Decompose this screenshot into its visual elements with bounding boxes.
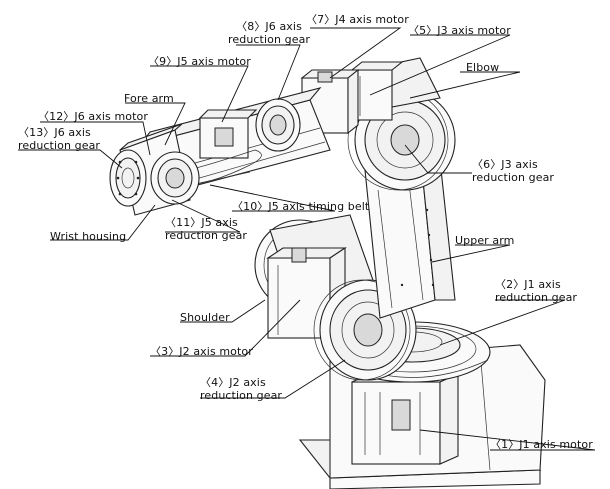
label-upper-arm: Upper arm bbox=[455, 234, 515, 247]
label-elbow: Elbow bbox=[466, 61, 499, 74]
j1-motor-body bbox=[351, 373, 459, 465]
label-j6-reduction-gear-flange-line1: 〈13〉J6 axis bbox=[18, 126, 91, 139]
label-j6-reduction-gear-flange: 〈13〉J6 axis reduction gear bbox=[18, 126, 100, 152]
label-j4-axis-motor-text: 〈7〉J4 axis motor bbox=[306, 13, 409, 26]
j6-reduction-gear-flange bbox=[109, 149, 147, 207]
label-j2-reduction-gear-line1: 〈4〉J2 axis bbox=[200, 376, 266, 389]
j4-motor-body bbox=[300, 68, 360, 135]
label-j3-reduction-gear: 〈6〉J3 axis reduction gear bbox=[472, 158, 554, 184]
label-elbow-text: Elbow bbox=[466, 61, 500, 74]
label-j1-reduction-gear-line2: reduction gear bbox=[495, 291, 578, 304]
label-j5-timing-belt-text: 〈10〉J5 axis timing belt bbox=[232, 200, 370, 213]
j3-motor-body bbox=[350, 61, 404, 121]
label-fore-arm-text: Fore arm bbox=[124, 92, 174, 105]
label-j6-reduction-gear-flange-line2: reduction gear bbox=[18, 139, 101, 152]
label-j5-reduction-gear-line2: reduction gear bbox=[165, 229, 248, 242]
upper-arm bbox=[364, 149, 456, 319]
label-j5-timing-belt: 〈10〉J5 axis timing belt bbox=[232, 200, 369, 213]
j5-motor-body bbox=[198, 109, 258, 159]
label-j3-axis-motor: 〈5〉J3 axis motor bbox=[408, 24, 511, 37]
label-fore-arm: Fore arm bbox=[124, 92, 174, 105]
leader-lines bbox=[18, 27, 596, 451]
label-j6-axis-motor: 〈12〉J6 axis motor bbox=[38, 110, 148, 123]
label-upper-arm-text: Upper arm bbox=[455, 234, 515, 247]
label-j1-axis-motor: 〈1〉J1 axis motor bbox=[490, 438, 593, 451]
label-shoulder-text: Shoulder bbox=[180, 311, 230, 324]
label-j1-reduction-gear: 〈2〉J1 axis reduction gear bbox=[495, 278, 577, 304]
label-j6-reduction-gear-rear-line2: reduction gear bbox=[228, 33, 311, 46]
label-j3-reduction-gear-line1: 〈6〉J3 axis bbox=[472, 158, 538, 171]
label-j5-reduction-gear-line1: 〈11〉J5 axis bbox=[165, 216, 238, 229]
label-j5-axis-motor: 〈9〉J5 axis motor bbox=[148, 55, 251, 68]
j6-reduction-gear-rear bbox=[255, 98, 301, 152]
label-j4-axis-motor: 〈7〉J4 axis motor bbox=[306, 13, 409, 26]
label-j2-reduction-gear-line2: reduction gear bbox=[200, 389, 283, 402]
label-j5-axis-motor-text: 〈9〉J5 axis motor bbox=[148, 55, 251, 68]
label-j2-reduction-gear: 〈4〉J2 axis reduction gear bbox=[200, 376, 282, 402]
label-j2-axis-motor-text: 〈3〉J2 axis motor bbox=[150, 345, 253, 358]
label-j1-reduction-gear-line1: 〈2〉J1 axis bbox=[495, 278, 561, 291]
label-j5-reduction-gear: 〈11〉J5 axis reduction gear bbox=[165, 216, 247, 242]
label-j6-axis-motor-text: 〈12〉J6 axis motor bbox=[38, 110, 148, 123]
label-shoulder: Shoulder bbox=[180, 311, 230, 324]
label-j2-axis-motor: 〈3〉J2 axis motor bbox=[150, 345, 253, 358]
j5-reduction-gear bbox=[150, 151, 200, 205]
label-j6-reduction-gear-rear-line1: 〈8〉J6 axis bbox=[236, 20, 302, 33]
label-wrist-housing: Wrist housing bbox=[50, 230, 126, 243]
label-j1-axis-motor-text: 〈1〉J1 axis motor bbox=[490, 438, 593, 451]
label-wrist-housing-text: Wrist housing bbox=[50, 230, 127, 243]
label-j3-axis-motor-text: 〈5〉J3 axis motor bbox=[408, 24, 511, 37]
label-j3-reduction-gear-line2: reduction gear bbox=[472, 171, 555, 184]
label-j6-reduction-gear-rear: 〈8〉J6 axis reduction gear bbox=[228, 20, 310, 46]
